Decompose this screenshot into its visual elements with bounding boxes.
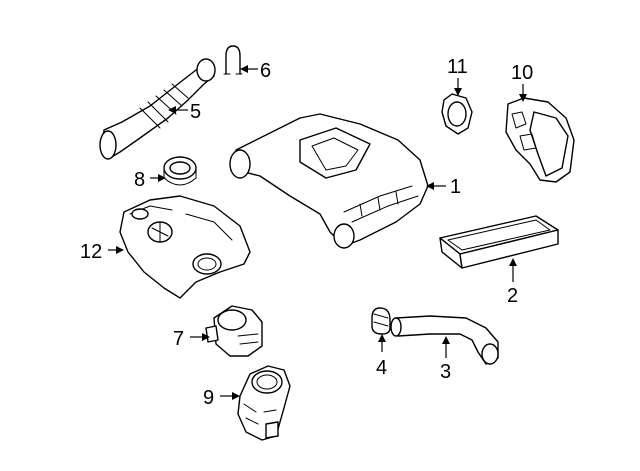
- part-4-hose-clamp: [371, 307, 391, 335]
- part-9-intake-adapter: [237, 365, 291, 441]
- leader-lines: [108, 65, 527, 400]
- callout-3: 3: [440, 361, 451, 383]
- part-5-intake-duct: [99, 58, 216, 160]
- callout-9: 9: [203, 387, 214, 409]
- part-1-air-cleaner-housing: [229, 113, 429, 249]
- callout-1: 1: [450, 176, 461, 198]
- part-6-clip: [223, 45, 243, 75]
- part-11-gasket: [441, 93, 473, 135]
- callout-6: 6: [260, 60, 271, 82]
- callout-labels: 1 2 3 4 5 6 7 8 9 10 11 12: [80, 56, 533, 409]
- part-3-hose: [390, 315, 499, 365]
- part-12-engine-cover: [119, 195, 251, 299]
- part-7-maf-sensor: [205, 305, 263, 357]
- callout-12: 12: [80, 241, 102, 263]
- callout-10: 10: [511, 62, 533, 84]
- part-10-throttle-body: [505, 97, 575, 183]
- part-2-air-filter: [439, 215, 559, 269]
- callout-2: 2: [507, 285, 518, 307]
- part-8-seal-ring: [163, 156, 197, 186]
- callout-8: 8: [134, 169, 145, 191]
- callout-7: 7: [173, 328, 184, 350]
- callout-11: 11: [447, 56, 468, 78]
- callout-5: 5: [190, 101, 201, 123]
- callout-4: 4: [376, 357, 387, 379]
